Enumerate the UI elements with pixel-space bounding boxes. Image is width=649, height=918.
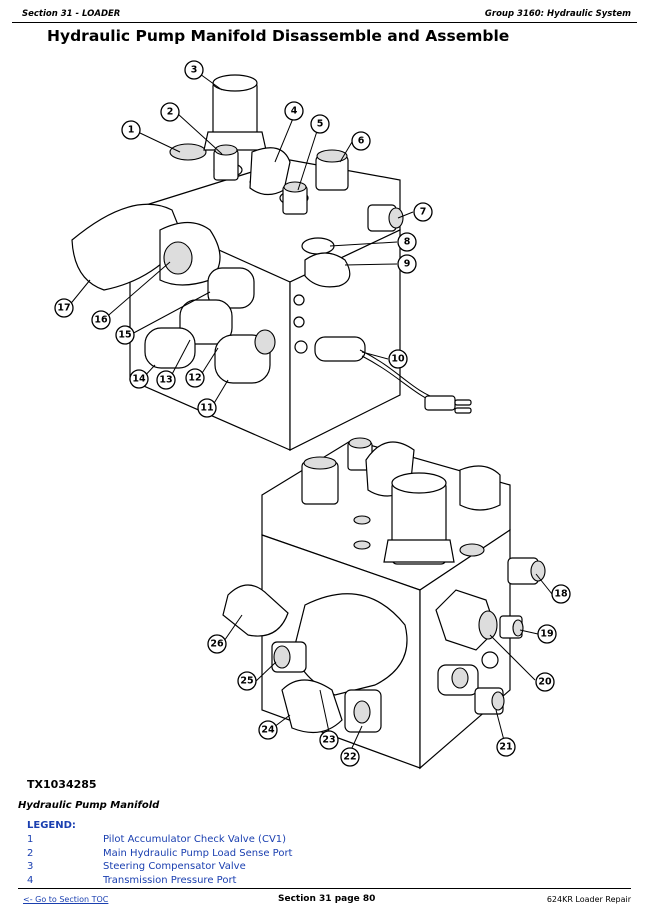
callout-16: 16 [91, 310, 111, 330]
callout-26: 26 [207, 634, 227, 654]
svg-text:23: 23 [322, 735, 335, 746]
svg-text:4: 4 [291, 106, 298, 117]
callout-2: 2 [160, 102, 180, 122]
callout-18: 18 [551, 584, 571, 604]
callout-17: 17 [54, 298, 74, 318]
figure-id: TX1034285 [27, 778, 97, 791]
callout-4: 4 [284, 101, 304, 121]
callout-14: 14 [129, 369, 149, 389]
callout-24: 24 [258, 720, 278, 740]
leader-lines [67, 73, 553, 751]
callout-21: 21 [496, 737, 516, 757]
callout-6: 6 [351, 131, 371, 151]
legend-description: Main Hydraulic Pump Load Sense Port [103, 847, 293, 859]
group-label: Group 3160: Hydraulic System [484, 9, 631, 19]
legend-number: 2 [27, 847, 34, 859]
svg-text:18: 18 [554, 589, 568, 600]
callout-25: 25 [237, 671, 257, 691]
svg-text:13: 13 [159, 375, 172, 386]
legend-item: 2 Main Hydraulic Pump Load Sense Port [27, 848, 427, 862]
svg-text:21: 21 [499, 742, 512, 753]
svg-text:17: 17 [57, 303, 70, 314]
legend-description: Transmission Pressure Port [103, 874, 237, 886]
legend-item: 4 Transmission Pressure Port [27, 875, 427, 889]
svg-text:11: 11 [200, 403, 213, 414]
svg-text:3: 3 [191, 65, 198, 76]
legend-description: Pilot Accumulator Check Valve (CV1) [103, 834, 287, 845]
manifold-illustration: 1 2 3 4 5 6 7 8 9 10 11 12 13 14 15 16 1… [54, 60, 571, 770]
callout-12: 12 [185, 368, 205, 388]
svg-text:20: 20 [538, 677, 552, 688]
callout-22: 22 [340, 747, 360, 767]
callout-13: 13 [156, 370, 176, 390]
callout-5: 5 [310, 114, 330, 134]
figure-caption: Hydraulic Pump Manifold [18, 800, 160, 811]
callout-9: 9 [397, 254, 417, 274]
callout-3: 3 [184, 60, 204, 80]
svg-text:10: 10 [391, 354, 405, 365]
legend-number: 4 [27, 874, 34, 886]
section-label: Section 31 - LOADER [22, 9, 121, 19]
page-footer: <- Go to Section TOC Section 31 page 80 … [18, 888, 631, 909]
legend-heading: LEGEND: [27, 820, 76, 831]
svg-text:2: 2 [167, 107, 174, 118]
svg-text:9: 9 [404, 259, 411, 270]
callout-11: 11 [197, 398, 217, 418]
legend-description: Steering Compensator Valve [103, 861, 246, 872]
page-title: Hydraulic Pump Manifold Disassemble and … [47, 27, 510, 45]
svg-text:24: 24 [261, 725, 275, 736]
svg-text:22: 22 [343, 752, 356, 763]
callout-8: 8 [397, 232, 417, 252]
legend-item: 1 Pilot Accumulator Check Valve (CV1) [27, 834, 427, 848]
svg-text:16: 16 [94, 315, 108, 326]
callout-1: 1 [121, 120, 141, 140]
lower-manifold-block [222, 437, 546, 770]
callout-7: 7 [413, 202, 433, 222]
legend-list: 1 Pilot Accumulator Check Valve (CV1) 2 … [27, 834, 427, 888]
page-number: Section 31 page 80 [278, 894, 376, 904]
callout-15: 15 [115, 325, 135, 345]
legend-number: 1 [27, 834, 34, 845]
manual-title: 624KR Loader Repair [546, 895, 631, 904]
legend-item: 3 Steering Compensator Valve [27, 861, 427, 875]
svg-text:19: 19 [540, 629, 553, 640]
legend-number: 3 [27, 861, 34, 872]
svg-text:7: 7 [420, 207, 427, 218]
callout-20: 20 [535, 672, 555, 692]
svg-text:6: 6 [358, 136, 365, 147]
svg-text:25: 25 [240, 676, 253, 687]
callout-23: 23 [319, 730, 339, 750]
callout-19: 19 [537, 624, 557, 644]
svg-text:12: 12 [188, 373, 201, 384]
svg-text:1: 1 [128, 125, 135, 136]
svg-text:14: 14 [132, 374, 146, 385]
upper-manifold-block [71, 74, 472, 451]
callout-10: 10 [388, 349, 408, 369]
svg-text:5: 5 [317, 119, 324, 130]
svg-text:8: 8 [404, 237, 411, 248]
page-header: Section 31 - LOADER Group 3160: Hydrauli… [12, 6, 637, 23]
svg-text:26: 26 [210, 639, 224, 650]
svg-text:15: 15 [118, 330, 131, 341]
section-toc-link[interactable]: <- Go to Section TOC [23, 895, 109, 904]
